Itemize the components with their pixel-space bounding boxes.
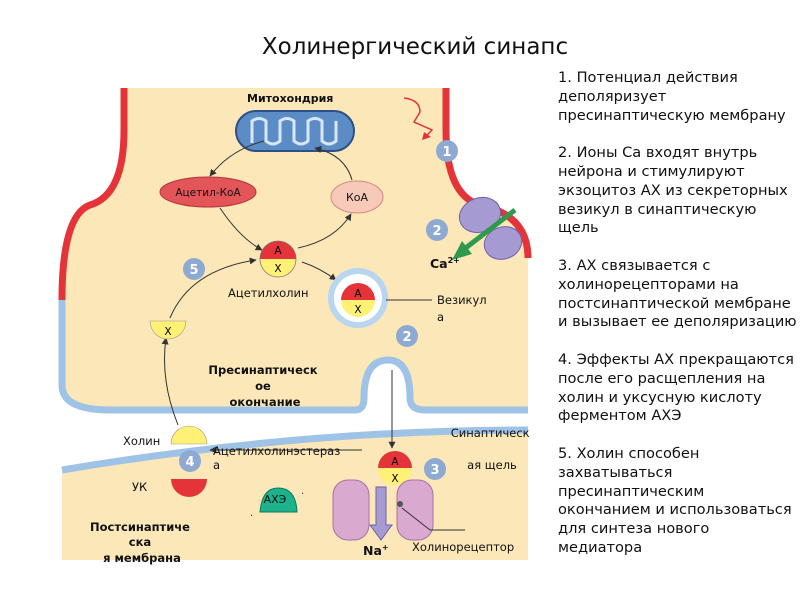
sodium-arrow bbox=[369, 486, 393, 541]
postsynaptic-membrane bbox=[61, 426, 529, 474]
synaptic-cleft-label: Синаптическ ая щель bbox=[451, 426, 534, 472]
calcium-charge: 2+ bbox=[448, 256, 460, 265]
ache-label: АХЭ bbox=[264, 493, 287, 506]
calcium-influx-arrow bbox=[461, 208, 517, 252]
steps-list: 1. Потенциал действия деполяризует преси… bbox=[558, 69, 798, 600]
vesicle-label-line1: Везикул bbox=[437, 293, 487, 307]
acetic-acid-molecule bbox=[171, 479, 207, 497]
step-badge-2: 2 bbox=[432, 224, 441, 239]
presynaptic-membrane-blue bbox=[58, 300, 528, 414]
choline-label: Холин bbox=[123, 434, 160, 448]
postsynaptic-line2: ска bbox=[129, 535, 151, 549]
presynaptic-membrane-red bbox=[58, 88, 128, 301]
vesicle-x-letter: Х bbox=[354, 304, 361, 316]
ach-a-letter: А bbox=[274, 245, 282, 257]
calcium-influx-arrowhead bbox=[452, 241, 472, 260]
acetyl-coa-label: Ацетил-КоА bbox=[175, 187, 241, 199]
arrow-coa-to-mito bbox=[314, 146, 353, 181]
postsynaptic-line1: Постсинаптиче bbox=[90, 520, 190, 534]
step-5: 5. Холин способен захватываться пресинап… bbox=[558, 444, 792, 556]
step-badge-5: 5 bbox=[189, 263, 198, 278]
cleft-x-letter: Х bbox=[391, 473, 398, 485]
sodium-symbol: Na bbox=[363, 543, 382, 558]
arrow-x-to-ach bbox=[169, 257, 257, 319]
step-badge-4-circle bbox=[179, 450, 201, 472]
ache-line1: Ацетилхолинэстераз bbox=[213, 444, 340, 458]
step-badge-1: 1 bbox=[442, 145, 451, 160]
presynaptic-line3: окончание bbox=[229, 395, 300, 409]
step-badge-3: 3 bbox=[430, 463, 439, 478]
acetylcholinesterase-label: Ацетилхолинэстераз а bbox=[213, 444, 344, 472]
calcium-channel-lower bbox=[483, 226, 523, 260]
cholinoreceptor-leader bbox=[401, 507, 431, 531]
postsynaptic-label: Постсинаптиче ска я мембрана bbox=[90, 520, 194, 565]
vesicle-label: Везикул а bbox=[437, 293, 490, 324]
step-2: 2. Ионы Ca входят внутрь нейрона и стиму… bbox=[558, 144, 788, 237]
cleft-a-letter: А bbox=[391, 456, 399, 468]
coa-ellipse bbox=[330, 180, 384, 214]
presynaptic-ending-label: Пресинаптическ ое окончание bbox=[208, 363, 321, 409]
step-badge-2-circle bbox=[426, 219, 448, 241]
step-badges: 1 2 2 3 4 5 bbox=[179, 140, 458, 480]
vesicle-ach-molecule bbox=[341, 283, 375, 317]
vesicle-label-line2: а bbox=[437, 310, 444, 324]
presynaptic-line2: ое bbox=[255, 379, 271, 393]
step-badge-2: 2 bbox=[402, 330, 411, 345]
ach-x-letter: Х bbox=[274, 263, 281, 275]
vesicle-a-letter: А bbox=[354, 288, 362, 300]
acetylcholine-molecule bbox=[259, 240, 297, 278]
step-badge-2-circle bbox=[396, 325, 418, 347]
acetylcholine-label: Ацетилхолин bbox=[228, 286, 308, 300]
sodium-charge: + bbox=[382, 543, 389, 552]
step-4: 4. Эффекты АХ прекращаются после его рас… bbox=[558, 350, 794, 425]
page-title: Холинергический синапс bbox=[261, 34, 569, 60]
sodium-label: Na+ bbox=[363, 543, 389, 558]
mitochondria-label: Митохондрия bbox=[247, 92, 333, 105]
ache-dot-right: · bbox=[301, 489, 304, 500]
action-potential-arrowhead bbox=[422, 132, 431, 140]
ache-line2: а bbox=[213, 458, 220, 472]
cholinoreceptor-label: Холинорецептор bbox=[412, 540, 514, 554]
step-badge-5-circle bbox=[183, 258, 205, 280]
step-3: 3. АХ связывается с холинорецепторами на… bbox=[558, 256, 797, 331]
choline-molecule bbox=[170, 425, 208, 445]
step-badge-4: 4 bbox=[185, 455, 194, 470]
step-badge-1-circle bbox=[436, 140, 458, 162]
arrow-ach-to-vesicle bbox=[301, 261, 337, 281]
cleft-line1: Синаптическ bbox=[451, 426, 530, 440]
arrow-choline-to-x bbox=[161, 337, 179, 426]
arrow-acetyl-coa-to-ach bbox=[219, 207, 263, 251]
calcium-symbol: Ca bbox=[430, 256, 448, 271]
action-potential-icon bbox=[403, 97, 434, 137]
arrow-ach-to-coa bbox=[297, 213, 352, 249]
acetyl-coa-ellipse bbox=[159, 176, 257, 208]
postsynaptic-line3: я мембрана bbox=[103, 551, 181, 565]
ache-enzyme bbox=[259, 487, 298, 513]
cleft-ach-molecule bbox=[378, 451, 412, 485]
mitochondria bbox=[235, 110, 355, 152]
presynaptic-line1: Пресинаптическ bbox=[208, 363, 317, 377]
choline-reuptake-x: Х bbox=[164, 326, 171, 338]
cleft-line2: ая щель bbox=[467, 458, 517, 472]
acetic-acid-label: УК bbox=[132, 480, 147, 494]
coa-label: КоА bbox=[346, 191, 369, 204]
ache-dot-left: · bbox=[250, 511, 253, 522]
choline-reuptake-molecule bbox=[149, 320, 187, 340]
arrow-mito-to-acetyl-coa bbox=[209, 140, 265, 177]
calcium-label: Ca2+ bbox=[430, 256, 460, 271]
step-badge-3-circle bbox=[424, 458, 446, 480]
step-1: 1. Потенциал действия деполяризует преси… bbox=[558, 69, 786, 124]
